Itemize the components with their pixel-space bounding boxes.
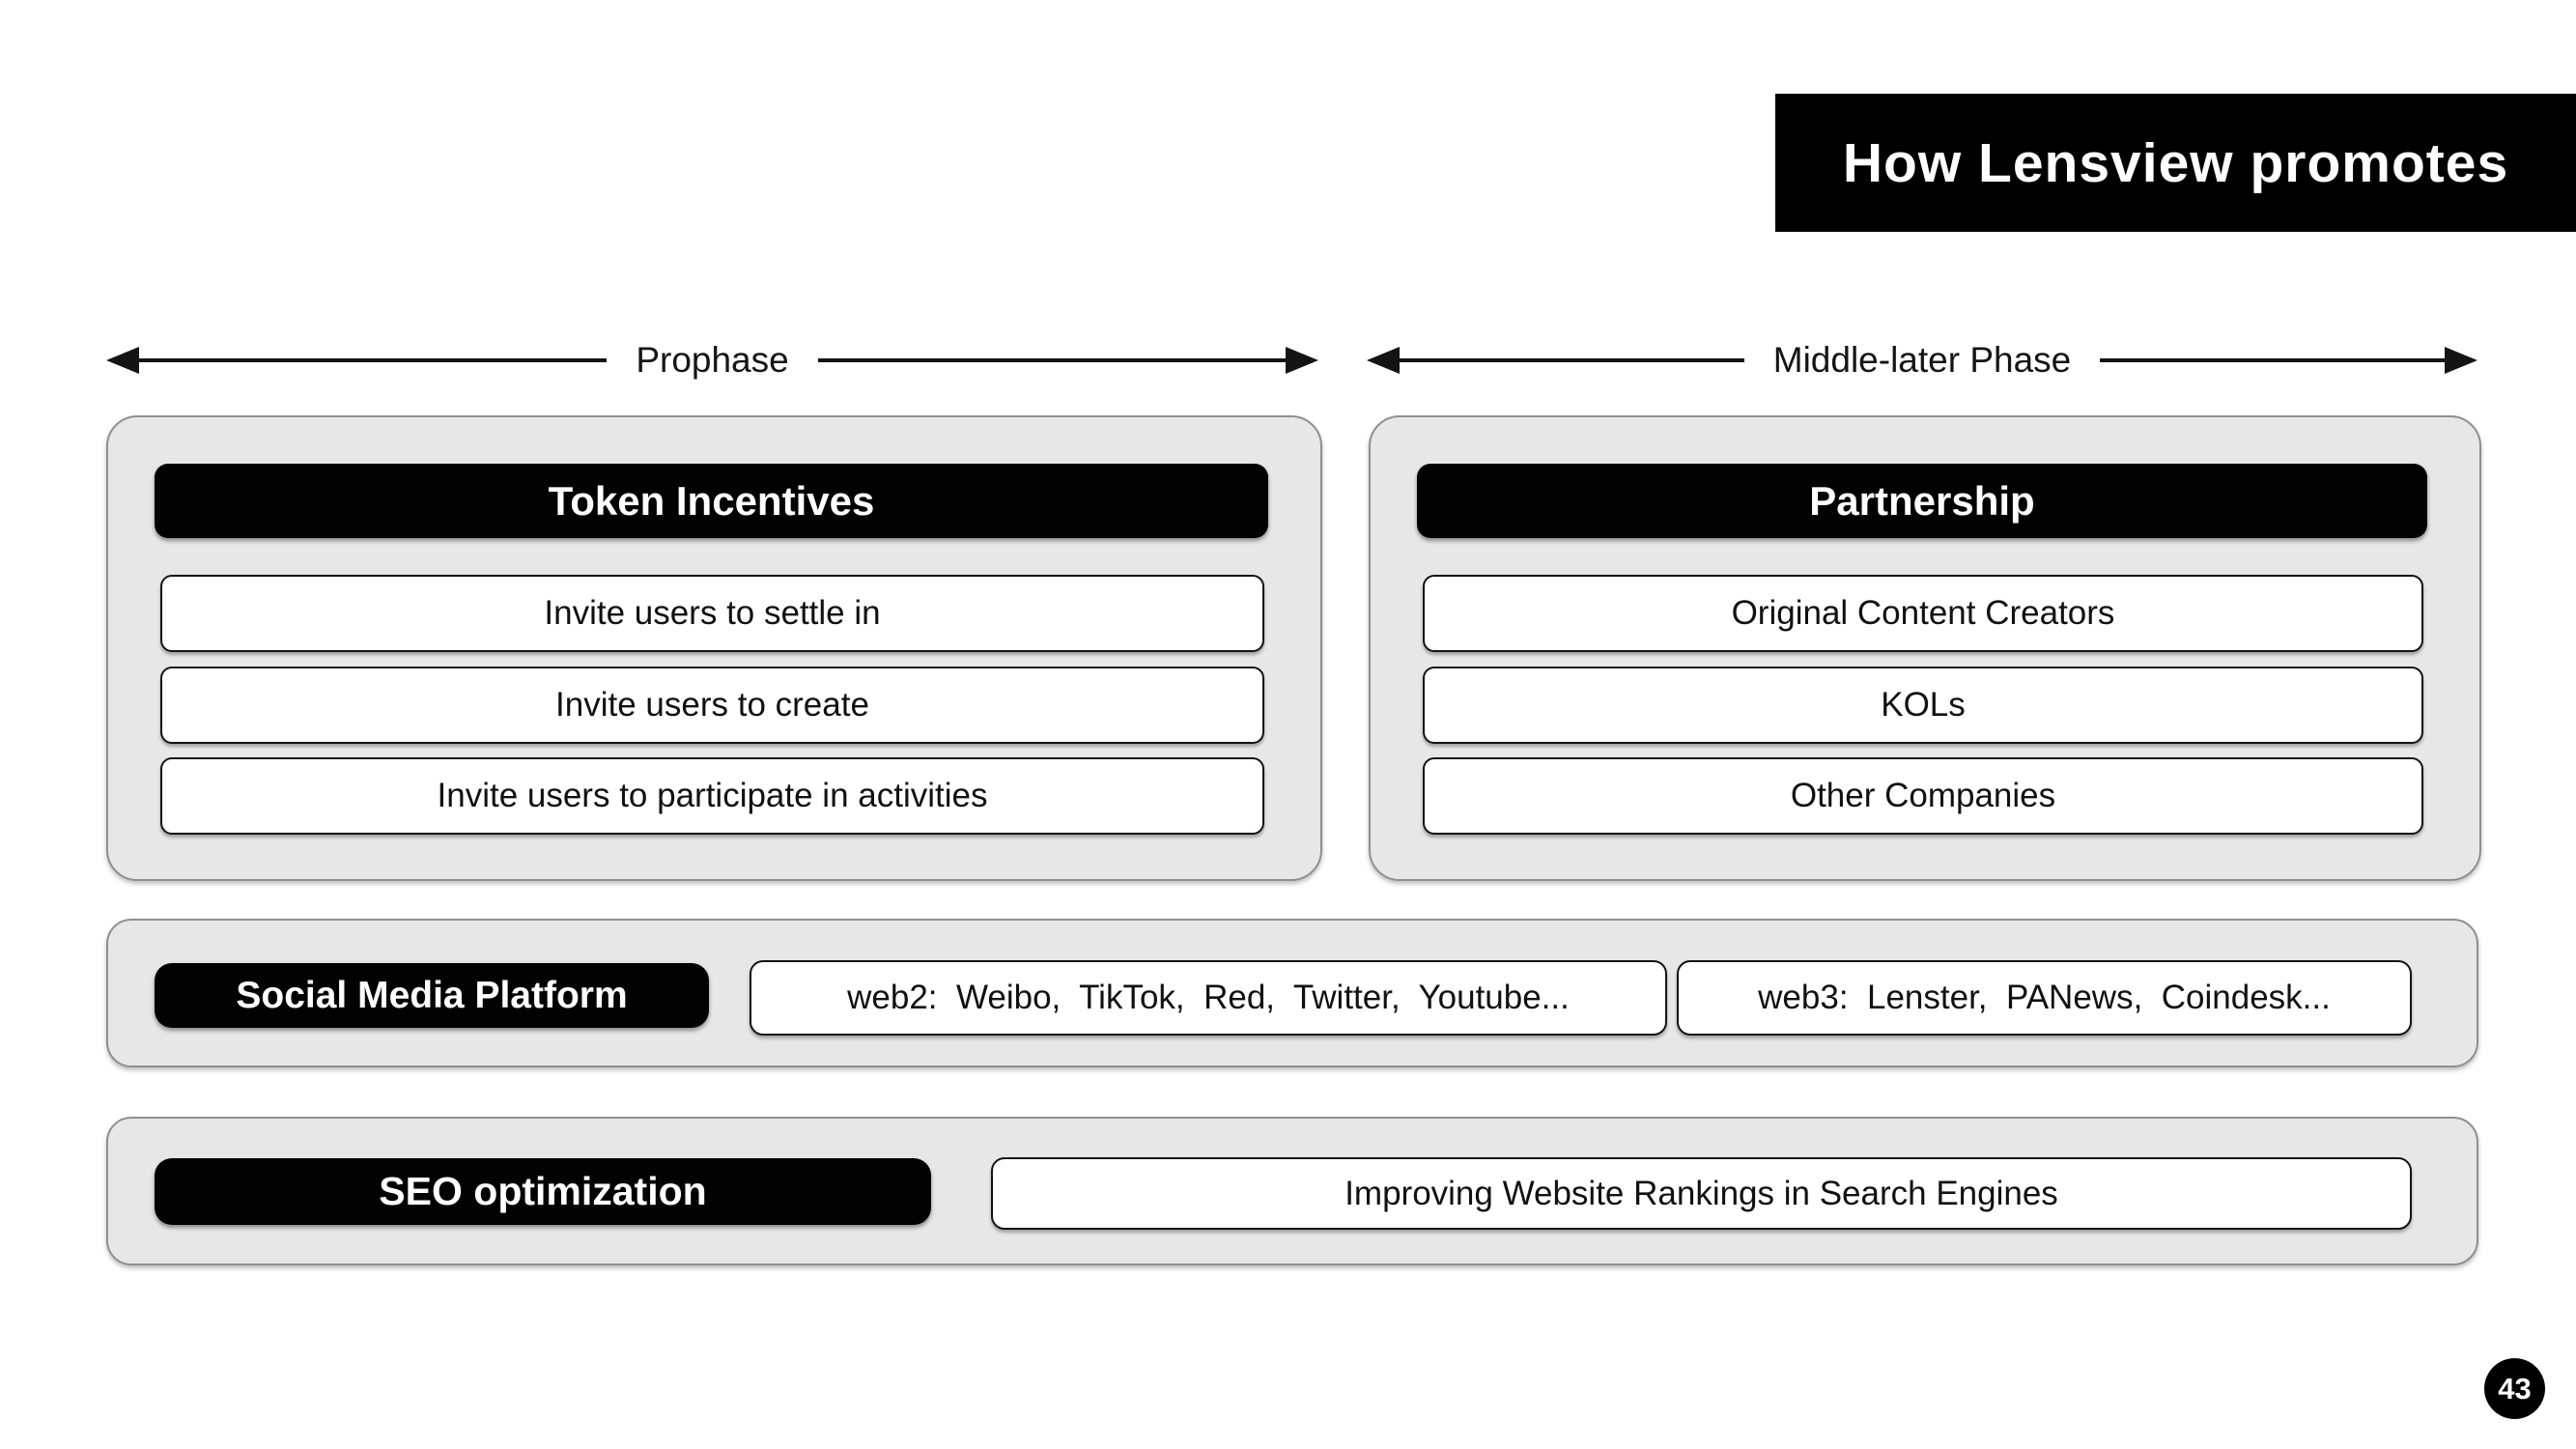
panel-item-kols: KOLs: [1423, 667, 2423, 744]
panel-header-token-incentives: Token Incentives: [155, 464, 1268, 538]
arrow-line: [139, 358, 608, 362]
phase-label-middle-later: Middle-later Phase: [1772, 340, 2072, 380]
page-number: 43: [2498, 1371, 2532, 1406]
panel-item-original-creators: Original Content Creators: [1423, 575, 2423, 652]
box-web3-platforms: web3: Lenster, PANews, Coindesk...: [1677, 960, 2412, 1036]
phase-label-prophase: Prophase: [636, 340, 789, 380]
panel-item-other-companies: Other Companies: [1423, 757, 2423, 835]
arrowhead-right-icon: [2445, 347, 2478, 374]
arrow-line: [2100, 358, 2446, 362]
phase-arrow-prophase: Prophase: [106, 334, 1319, 386]
arrowhead-left-icon: [106, 347, 139, 374]
arrow-line: [1400, 358, 1744, 362]
panel-item-create: Invite users to create: [160, 667, 1264, 744]
slide-title-bar: How Lensview promotes: [1775, 94, 2576, 232]
band-social-media: Social Media Platform web2: Weibo, TikTo…: [106, 919, 2478, 1067]
page-number-badge: 43: [2484, 1358, 2545, 1419]
panel-item-participate: Invite users to participate in activitie…: [160, 757, 1264, 835]
panel-header-partnership: Partnership: [1417, 464, 2427, 538]
box-web2-platforms: web2: Weibo, TikTok, Red, Twitter, Youtu…: [750, 960, 1667, 1036]
arrowhead-right-icon: [1286, 347, 1319, 374]
slide-title: How Lensview promotes: [1842, 131, 2509, 194]
panel-token-incentives: Token Incentives Invite users to settle …: [106, 415, 1322, 881]
arrowhead-left-icon: [1367, 347, 1400, 374]
phase-arrow-middle-later: Middle-later Phase: [1367, 334, 2478, 386]
panel-item-settle-in: Invite users to settle in: [160, 575, 1264, 652]
label-seo-optimization: SEO optimization: [155, 1158, 931, 1225]
label-social-media-platform: Social Media Platform: [155, 963, 709, 1028]
box-seo-description: Improving Website Rankings in Search Eng…: [991, 1157, 2412, 1230]
panel-partnership: Partnership Original Content Creators KO…: [1369, 415, 2481, 881]
arrow-line: [817, 358, 1287, 362]
band-seo: SEO optimization Improving Website Ranki…: [106, 1117, 2478, 1265]
